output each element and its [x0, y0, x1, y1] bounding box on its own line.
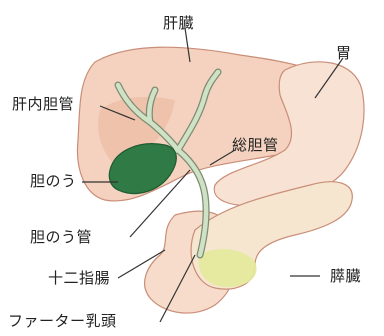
label-stomach: 胃 — [336, 44, 352, 62]
label-common-bile-duct: 総胆管 — [232, 136, 279, 154]
label-pancreas: 膵臓 — [330, 267, 361, 285]
label-vater-papilla: ファーター乳頭 — [8, 312, 117, 330]
label-duodenum: 十二指腸 — [48, 269, 110, 287]
label-cystic-duct: 胆のう管 — [30, 228, 92, 246]
label-liver: 肝臓 — [163, 14, 194, 32]
label-intrahepatic-duct: 肝内胆管 — [12, 95, 74, 113]
label-gallbladder: 胆のう — [30, 172, 77, 190]
